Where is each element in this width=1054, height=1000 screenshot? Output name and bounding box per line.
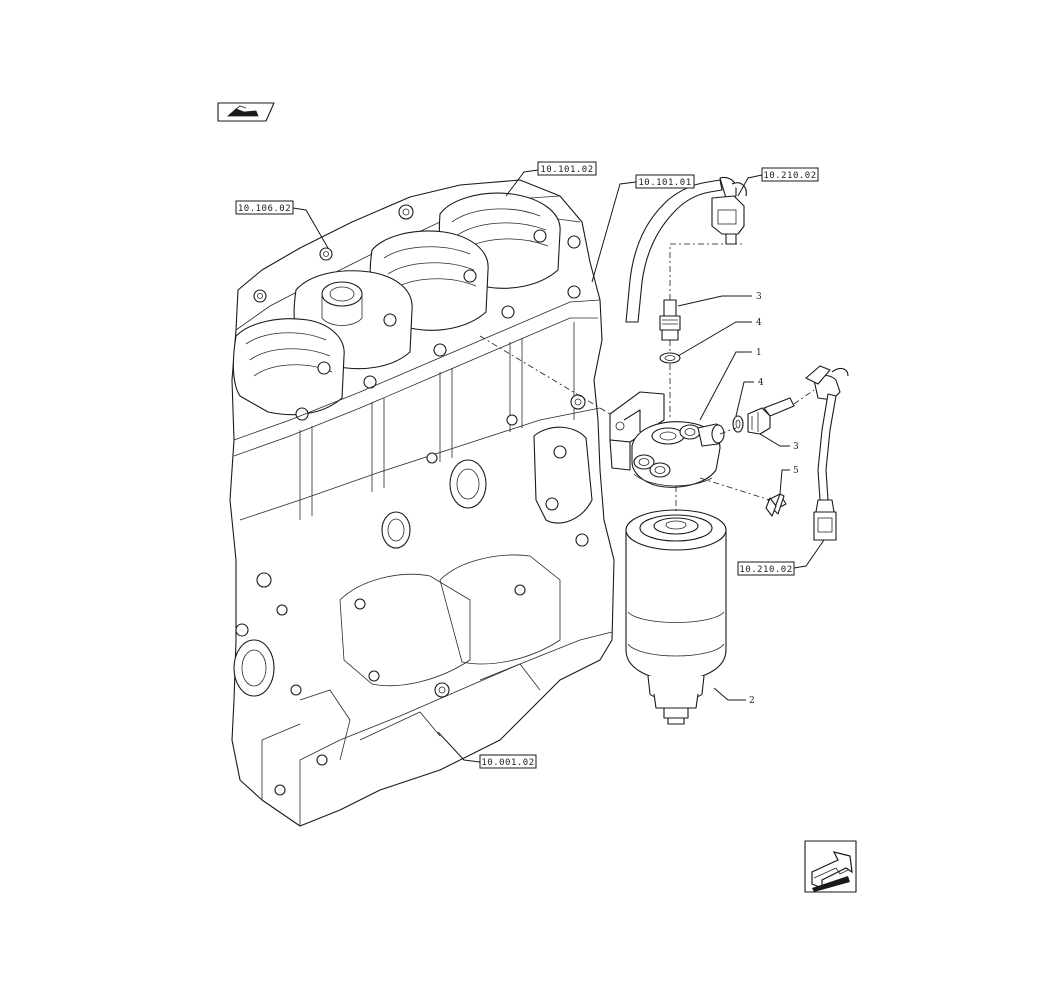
banjo-fitting-top [659,299,681,341]
previous-page-arrow-icon[interactable] [217,102,275,122]
reference-label: 10.101.02 [540,165,593,175]
callout-5: 5 [779,466,799,495]
filter-head [609,391,725,488]
callout-4-side: 4 [735,378,764,417]
reference-label: 10.210.02 [739,565,792,575]
svg-text:3: 3 [756,292,762,302]
svg-text:5: 5 [793,466,799,476]
callout-3-top: 3 [677,292,762,307]
next-page-arrow-icon[interactable] [804,840,857,893]
svg-text:1: 1 [756,348,762,358]
engine-block [229,179,615,827]
side-fitting [732,397,795,435]
fuel-supply-pipe [805,365,849,541]
reference-label: 10.106.02 [238,204,291,214]
svg-text:4: 4 [756,318,762,328]
o-ring-top [659,352,681,364]
reference-box-10-101-01[interactable]: 10.101.01 [635,174,695,189]
reference-box-10-101-02[interactable]: 10.101.02 [537,161,597,176]
reference-box-10-106-02[interactable]: 10.106.02 [235,200,294,215]
svg-text:3: 3 [793,442,799,452]
reference-label: 10.210.02 [763,171,816,181]
reference-label: 10.101.01 [638,178,691,188]
filter-cartridge [625,509,727,725]
callout-1: 1 [699,348,762,421]
svg-text:2: 2 [749,696,755,706]
reference-box-10-210-02-bottom[interactable]: 10.210.02 [737,561,795,576]
reference-box-10-001-02[interactable]: 10.001.02 [479,754,537,769]
svg-text:4: 4 [758,378,764,388]
fuel-return-pipe [625,176,747,323]
callout-2: 2 [713,687,755,706]
reference-label: 10.001.02 [481,758,534,768]
mounting-bolt [765,493,787,517]
reference-box-10-210-02-top[interactable]: 10.210.02 [761,167,819,182]
callout-3-side: 3 [759,433,799,452]
callout-4-top: 4 [677,318,762,357]
assembly-lines [479,243,815,512]
